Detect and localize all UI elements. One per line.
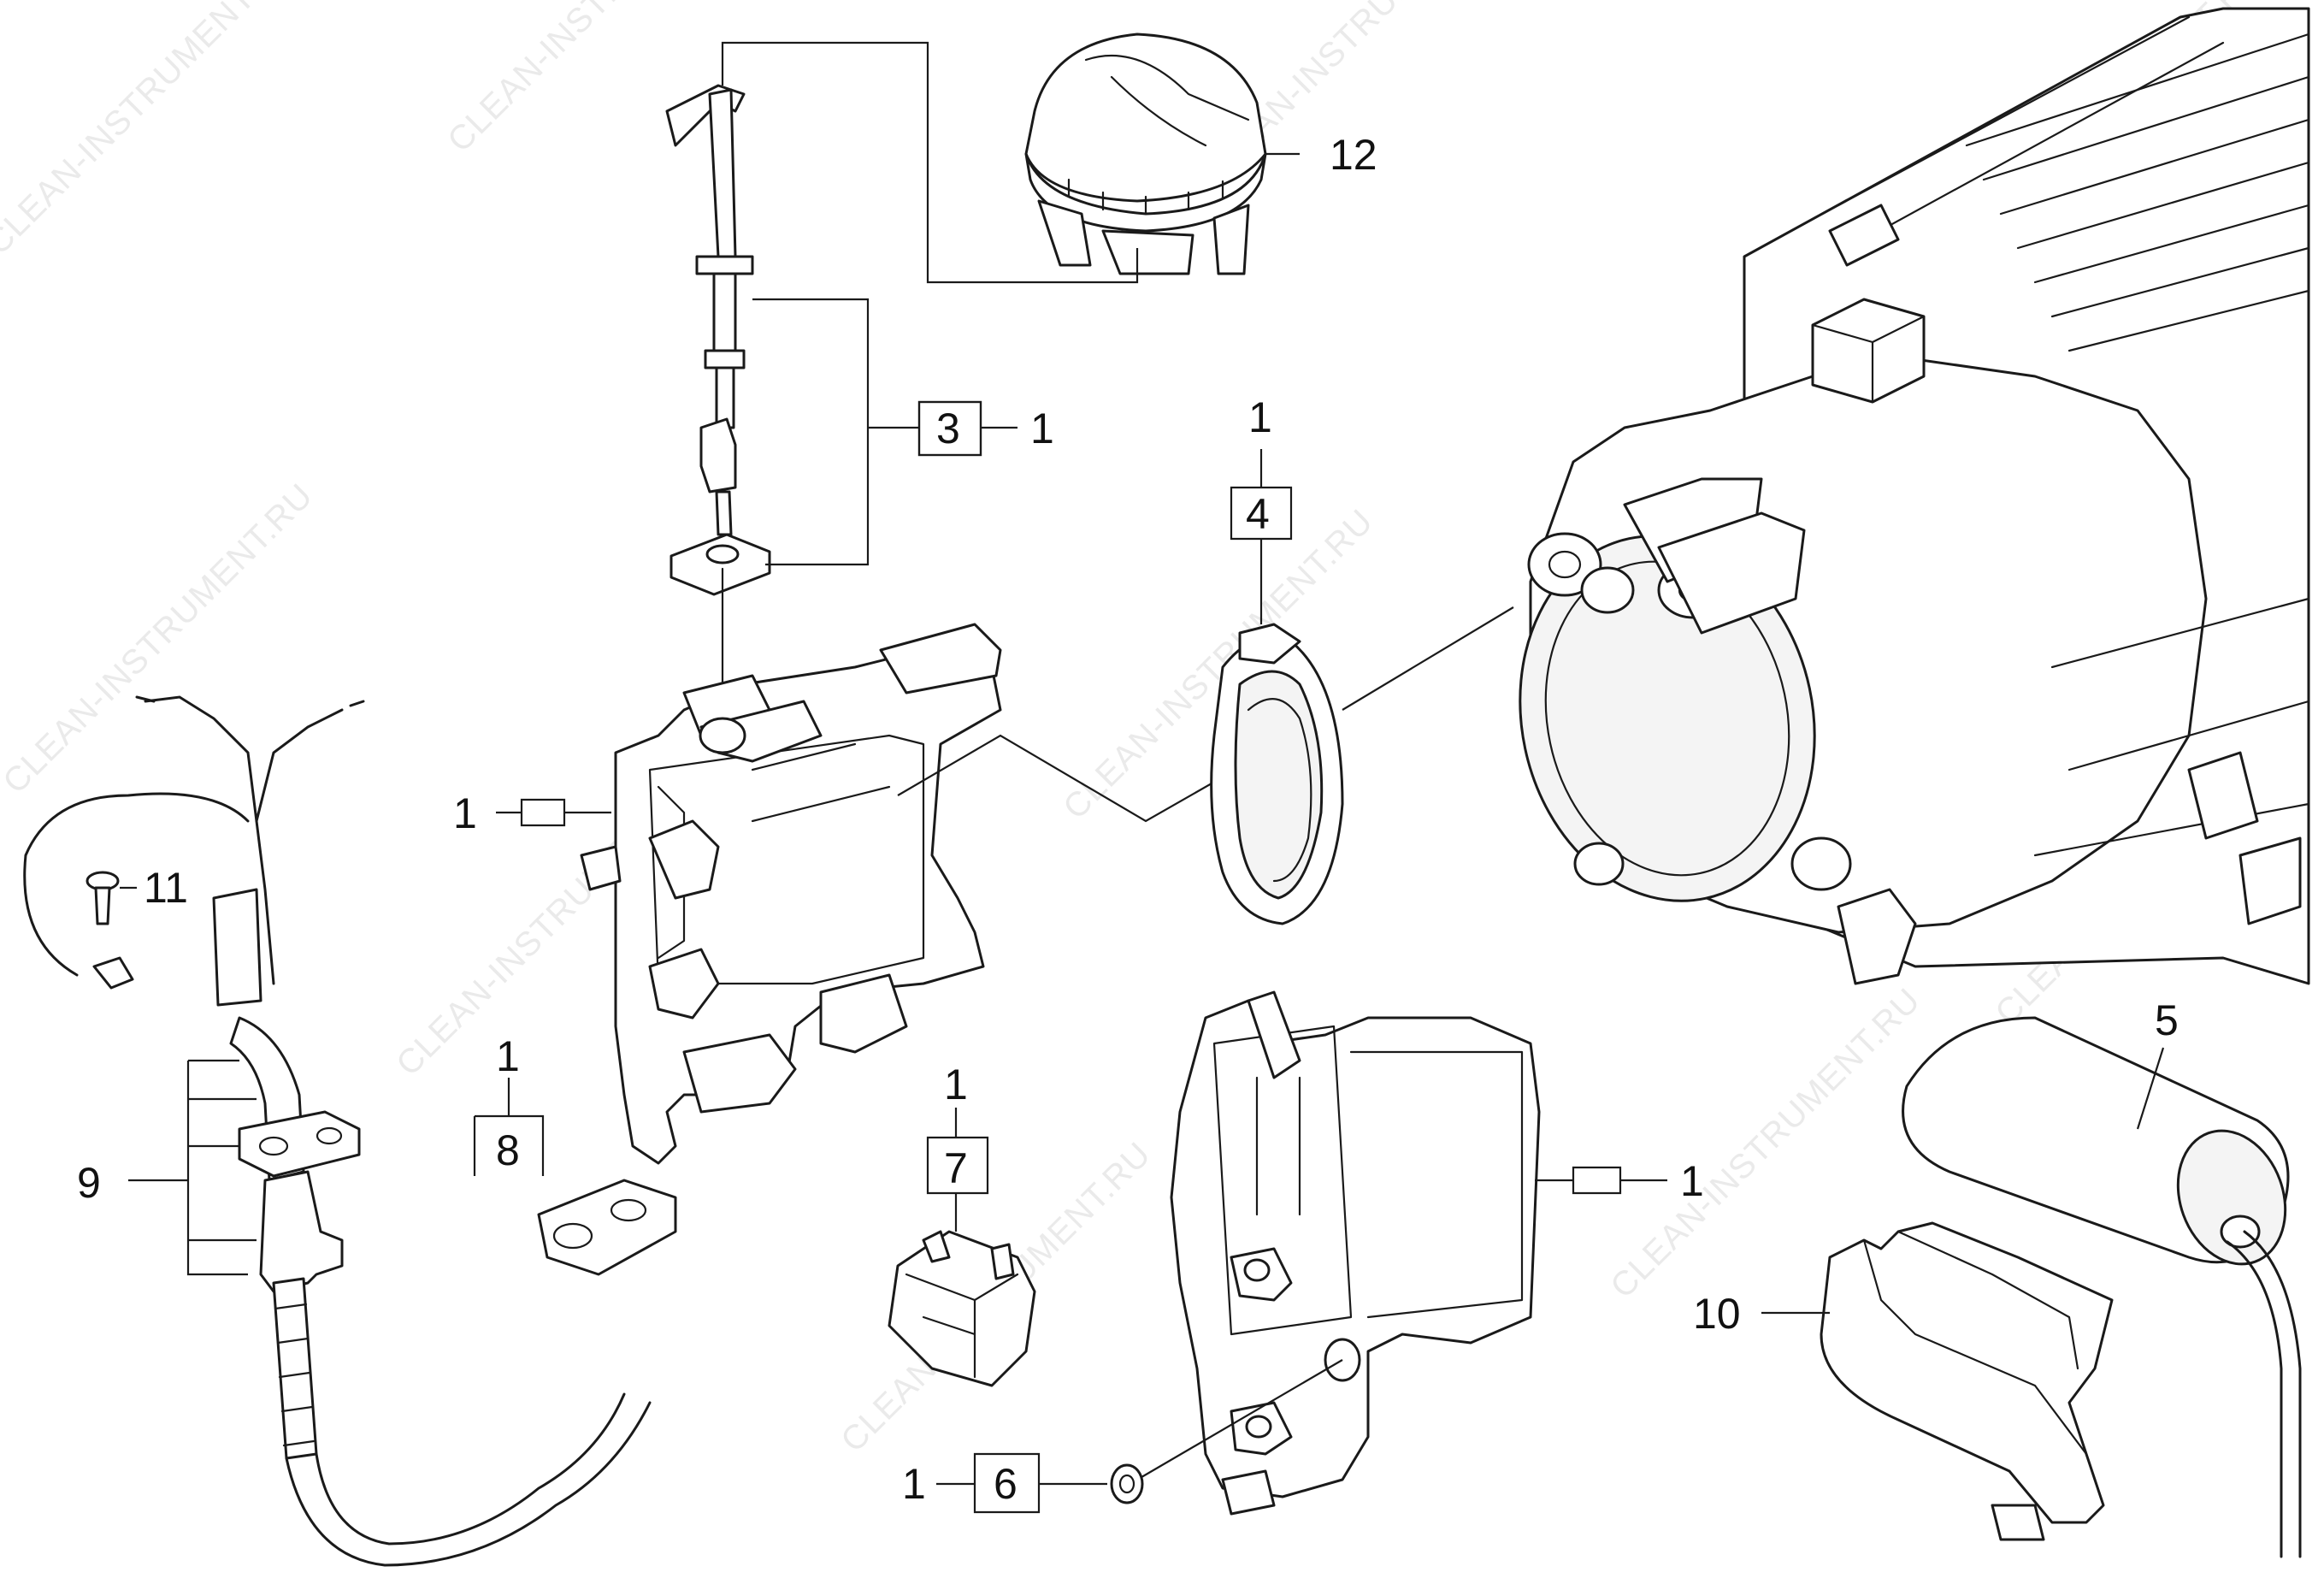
callout-12: 12 [1330, 131, 1377, 179]
seal-ring-4 [1210, 623, 1344, 925]
cable-assembly-9 [23, 695, 652, 1567]
callout-5: 5 [2155, 996, 2179, 1044]
clamp-10 [1820, 1221, 2114, 1541]
housing-frame [580, 623, 1002, 1165]
callout-1-lower: 1 [1680, 1157, 1704, 1205]
callout-1-clip: 1 [944, 1061, 968, 1108]
callout-1-shaft: 1 [1030, 405, 1054, 452]
clip-7 [888, 1230, 1036, 1387]
link-12-shaft [721, 41, 1139, 284]
callout-1-seal6: 1 [902, 1460, 926, 1508]
motor-housing [1519, 7, 2310, 985]
gasket-8 [537, 1179, 677, 1276]
bracket-3 [752, 298, 919, 566]
screw-11 [86, 871, 120, 925]
watermark: CLEAN-INSTRUMENT.RU [0, 476, 321, 801]
leader-1-lower [1535, 1166, 1667, 1195]
link-lower-seal6 [1136, 1359, 1343, 1481]
watermark: CLEAN-INSTRUMENT.RU [0, 0, 304, 262]
callout-4: 4 [1246, 490, 1270, 538]
callout-3: 3 [936, 405, 960, 452]
callout-6: 6 [994, 1460, 1017, 1508]
seal-6 [1110, 1463, 1144, 1504]
callouts: 12 3 1 1 4 1 11 1 8 9 1 7 1 5 10 1 6 [77, 131, 2179, 1508]
link-housing-seal [897, 734, 1266, 823]
callout-8: 8 [496, 1126, 520, 1174]
box-3 [917, 400, 982, 457]
knob-12 [1024, 33, 1267, 275]
leader-1-housing [496, 798, 611, 827]
bracket-8 [473, 1078, 545, 1176]
bracket-6 [936, 1452, 1107, 1514]
callout-1-seal: 1 [1248, 393, 1272, 441]
bracket-7 [926, 1108, 989, 1232]
bracket-9 [128, 1059, 257, 1276]
bracket-4 [1230, 449, 1293, 624]
callout-10: 10 [1693, 1290, 1741, 1338]
lower-housing [1170, 990, 1541, 1516]
callout-7: 7 [944, 1144, 968, 1192]
leader-5 [2136, 1047, 2165, 1130]
callout-9: 9 [77, 1159, 101, 1207]
capacitor-5 [1902, 1016, 2302, 1558]
shaft-assembly-3 [665, 84, 771, 712]
callout-1-housing: 1 [453, 789, 477, 837]
callout-1-gasket: 1 [496, 1032, 520, 1080]
callout-11: 11 [144, 864, 188, 912]
link-seal-motor [1342, 606, 1514, 711]
